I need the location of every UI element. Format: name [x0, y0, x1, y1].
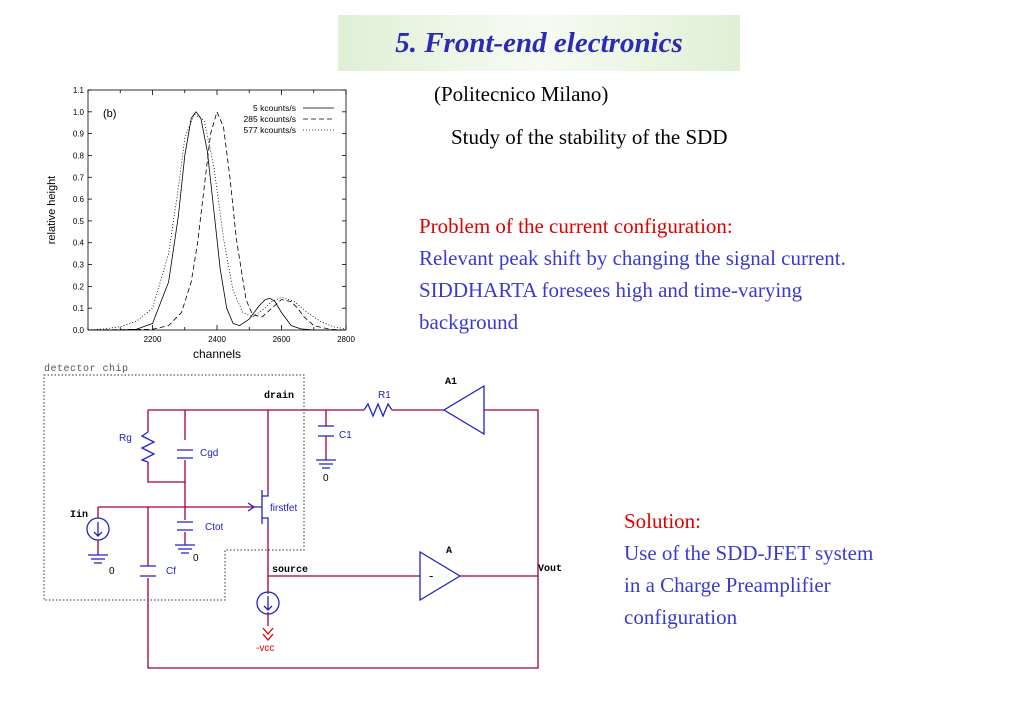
detector-chip-label: detector chip	[44, 363, 129, 375]
legend-entry: 285 kcounts/s	[244, 114, 296, 124]
panel-label: (b)	[103, 108, 116, 120]
solution-line: Use of the SDD-JFET system	[624, 541, 874, 565]
y-tick-label: 0.0	[73, 326, 85, 335]
source-current-source	[256, 591, 280, 615]
rg-resistor	[140, 431, 156, 463]
series-line	[87, 111, 347, 331]
y-tick-label: 0.5	[73, 217, 85, 226]
series-line	[87, 113, 347, 331]
y-tick-label: 1.1	[73, 86, 85, 95]
solution-line: configuration	[624, 605, 738, 629]
r1-resistor	[363, 402, 393, 418]
x-tick-label: 2200	[144, 335, 162, 344]
problem-line: Relevant peak shift by changing the sign…	[419, 246, 846, 270]
a-label: A	[446, 546, 452, 557]
a1-amplifier	[442, 384, 485, 436]
iin-current-source	[86, 517, 110, 541]
problem-line: background	[419, 310, 519, 334]
ctot-label: Ctot	[205, 522, 224, 533]
y-tick-label: 0.6	[73, 195, 85, 204]
jfet-gate-arrow	[247, 502, 256, 512]
solution-line: in a Charge Preamplifier	[624, 573, 831, 597]
problem-line: SIDDHARTA foresees high and time-varying	[419, 278, 803, 302]
cgd-capacitor	[177, 449, 193, 459]
vcc-label: -vcc	[256, 643, 274, 654]
cf-label: Cf	[166, 566, 176, 577]
problem-heading: Problem of the current configuration:	[419, 214, 733, 238]
subtitle: (Politecnico Milano)	[434, 82, 609, 106]
ground-label: 0	[109, 566, 115, 577]
y-axis-label: relative height	[46, 176, 58, 245]
feedback-wire	[147, 409, 539, 669]
x-tick-label: 2400	[208, 335, 226, 344]
cgd-label: Cgd	[200, 448, 218, 459]
vout-label: Vout	[538, 564, 562, 575]
slide-title: 5. Front-end electronics	[395, 26, 683, 59]
drain-label: drain	[264, 390, 294, 402]
jfet-label: firstfet	[270, 503, 297, 514]
y-tick-label: 0.4	[73, 239, 85, 248]
r1-label: R1	[378, 390, 391, 401]
series-line	[88, 111, 346, 331]
x-tick-label: 2800	[337, 335, 355, 344]
vcc-symbol	[262, 627, 274, 642]
y-tick-label: 0.1	[73, 304, 85, 313]
detector-chip-box	[43, 374, 305, 601]
ctot-ground	[175, 542, 195, 554]
ctot-capacitor	[177, 521, 193, 531]
cf-capacitor	[140, 565, 156, 577]
rg-label: Rg	[119, 433, 132, 444]
a-minus-label: -	[429, 568, 433, 583]
study-text: Study of the stability of the SDD	[451, 125, 728, 149]
legend-entry: 577 kcounts/s	[244, 125, 296, 135]
title-banner: 5. Front-end electronics	[338, 15, 740, 71]
iin-label: Iin	[70, 509, 88, 521]
a1-label: A1	[445, 377, 457, 388]
x-axis-label: channels	[193, 347, 241, 361]
ground-label: 0	[193, 553, 199, 564]
jfet-transistor	[254, 490, 269, 528]
solution-heading: Solution:	[624, 509, 702, 533]
problem-block: Problem of the current configuration: Re…	[419, 210, 846, 338]
y-tick-label: 1.0	[73, 108, 85, 117]
c1-label: C1	[339, 430, 352, 441]
iin-ground	[88, 552, 108, 564]
y-tick-label: 0.7	[73, 173, 85, 182]
solution-block: Solution: Use of the SDD-JFET system in …	[624, 505, 873, 633]
x-tick-label: 2600	[273, 335, 291, 344]
y-tick-label: 0.8	[73, 151, 85, 160]
y-tick-label: 0.3	[73, 261, 85, 270]
c1-ground	[316, 456, 336, 469]
a-amplifier	[419, 550, 462, 602]
y-tick-label: 0.2	[73, 282, 85, 291]
y-tick-label: 0.9	[73, 130, 85, 139]
ground-label: 0	[323, 473, 329, 484]
c1-capacitor	[318, 425, 334, 437]
legend-entry: 5 kcounts/s	[253, 103, 296, 113]
source-label: source	[272, 565, 308, 576]
